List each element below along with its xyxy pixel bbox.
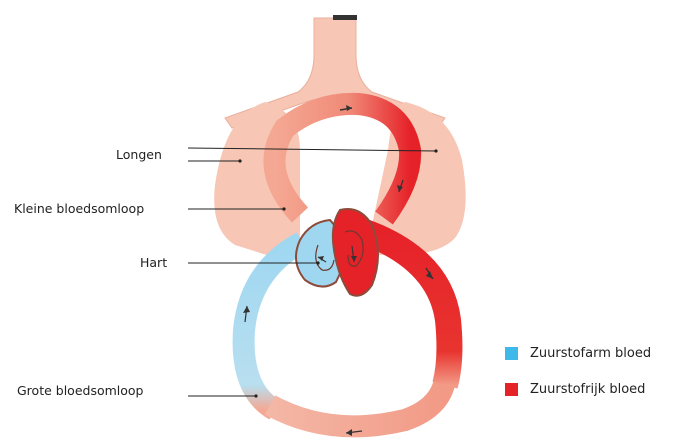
legend-swatch-deoxygenated: [505, 347, 518, 360]
systemic-loop-left: [244, 242, 302, 410]
heart: [296, 209, 378, 296]
legend-label-deoxygenated: Zuurstofarm bloed: [530, 346, 651, 361]
label-heart: Hart: [140, 255, 167, 271]
legend-swatch-oxygenated: [505, 383, 518, 396]
label-lungs: Longen: [116, 147, 162, 163]
systemic-loop-bottom: [270, 380, 445, 426]
legend-label-oxygenated: Zuurstofrijk bloed: [530, 382, 645, 397]
legend-item-deoxygenated: Zuurstofarm bloed: [505, 346, 651, 361]
trachea-top: [333, 15, 357, 20]
legend-item-oxygenated: Zuurstofrijk bloed: [505, 382, 645, 397]
label-pulmonary-circulation: Kleine bloedsomloop: [14, 201, 144, 217]
label-systemic-circulation: Grote bloedsomloop: [17, 383, 143, 399]
